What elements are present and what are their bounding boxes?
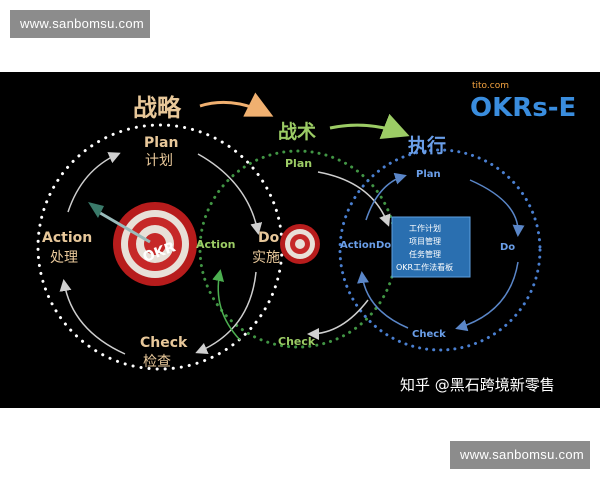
strategy-target [113,202,197,286]
execution-cycle-ring [338,148,542,352]
tactics-target [280,224,320,264]
task-line-4: OKR工作法看板 [396,262,453,272]
phase-tactics-title: 战术 [278,121,316,143]
logo-main-text: OKRs-E [470,93,576,123]
task-line-2: 项目管理 [409,236,441,246]
logo-small-text: tito.com [472,81,509,91]
strategy-arrow-plan-do [197,153,263,235]
tactics-arrow-bottom [307,299,369,340]
strategy-check-en: Check [140,335,188,351]
execution-arrow-plan-do [469,179,525,237]
task-box [391,216,471,278]
execution-do-left: Do [376,240,391,251]
strategy-plan-zh: 计划 [145,153,173,169]
strategy-do-en: Do [258,230,280,246]
tactics-arrow-left [212,269,241,341]
task-line-1: 工作计划 [409,223,441,233]
strategy-arrow-do-check [195,271,257,355]
strategy-do-zh: 实施 [252,250,280,266]
strategy-arrow-action-plan [67,152,121,213]
execution-check: Check [412,329,446,340]
okr-cycle-diagram: tito.com OKRs-E 战略 战术 执行 Plan 计划 Action … [0,72,600,408]
execution-arrow-action-plan [365,172,407,221]
phase-strategy-title: 战略 [133,94,182,122]
execution-arrow-check-action [357,271,409,329]
watermark-bottom: www.sanbomsu.com [450,441,590,469]
strategy-plan-en: Plan [144,135,178,151]
tactics-plan: Plan [285,157,312,170]
execution-action: Action [340,240,376,251]
watermark-top: www.sanbomsu.com [10,10,150,38]
task-line-3: 任务管理 [409,249,441,259]
diagram-canvas: tito.com OKRs-E 战略 战术 执行 Plan 计划 Action … [36,81,576,394]
strategy-arrow-check-action [59,279,126,355]
strategy-action-en: Action [42,230,92,246]
phase-execution-title: 执行 [408,134,446,157]
tactics-arrow-top [317,171,391,227]
tactics-action: Action [196,238,235,251]
execution-arrow-do-check [455,261,519,332]
okrs-e-logo: tito.com OKRs-E [470,81,576,123]
phase-arrow-tactics-execution [329,113,410,139]
tactics-check: Check [278,335,316,348]
execution-plan: Plan [416,169,441,180]
execution-do-right: Do [500,242,515,253]
dart-arrow [88,202,151,244]
credit-text: 知乎 @黑石跨境新零售 [400,376,555,394]
strategy-check-zh: 检查 [143,354,171,370]
phase-arrow-strategy-tactics [199,92,274,117]
strategy-action-zh: 处理 [50,250,78,266]
